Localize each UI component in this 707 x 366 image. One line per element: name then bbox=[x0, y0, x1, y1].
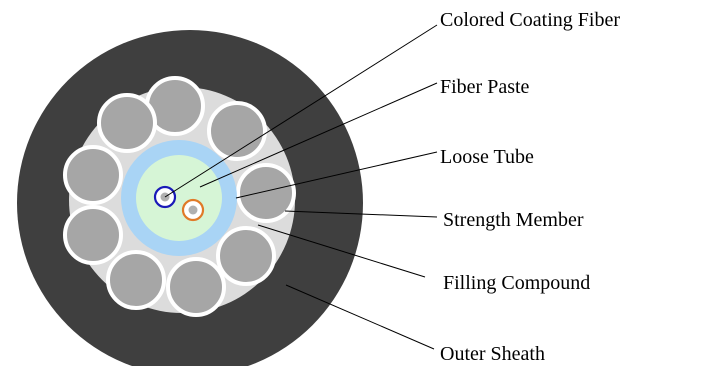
label-loose-tube: Loose Tube bbox=[440, 146, 534, 168]
label-colored-coating-fiber: Colored Coating Fiber bbox=[440, 9, 620, 31]
label-outer-sheath: Outer Sheath bbox=[440, 343, 545, 365]
strength-member bbox=[216, 226, 276, 286]
label-filling-compound: Filling Compound bbox=[443, 272, 590, 294]
leader-outer-sheath bbox=[285, 284, 435, 350]
strength-member bbox=[106, 250, 166, 310]
leader-loose-tube bbox=[235, 151, 438, 199]
leader-strength-member bbox=[284, 210, 438, 218]
colored-coating-fiber-orange bbox=[181, 198, 205, 222]
leader-fiber-paste bbox=[199, 82, 438, 188]
strength-member bbox=[63, 145, 123, 205]
strength-member-ring bbox=[63, 76, 296, 317]
fiber-paste bbox=[136, 155, 222, 241]
leader-filling-compound bbox=[257, 224, 426, 278]
strength-member bbox=[207, 101, 267, 161]
fiber-core bbox=[188, 205, 198, 215]
label-fiber-paste: Fiber Paste bbox=[440, 76, 530, 98]
component-labels: Colored Coating Fiber Fiber Paste Loose … bbox=[440, 9, 620, 365]
strength-member bbox=[97, 93, 157, 153]
label-strength-member: Strength Member bbox=[443, 209, 584, 231]
strength-member bbox=[63, 205, 123, 265]
leader-colored-coating-fiber bbox=[164, 24, 438, 198]
leader-lines bbox=[164, 24, 438, 350]
strength-member bbox=[166, 257, 226, 317]
strength-member bbox=[236, 163, 296, 223]
